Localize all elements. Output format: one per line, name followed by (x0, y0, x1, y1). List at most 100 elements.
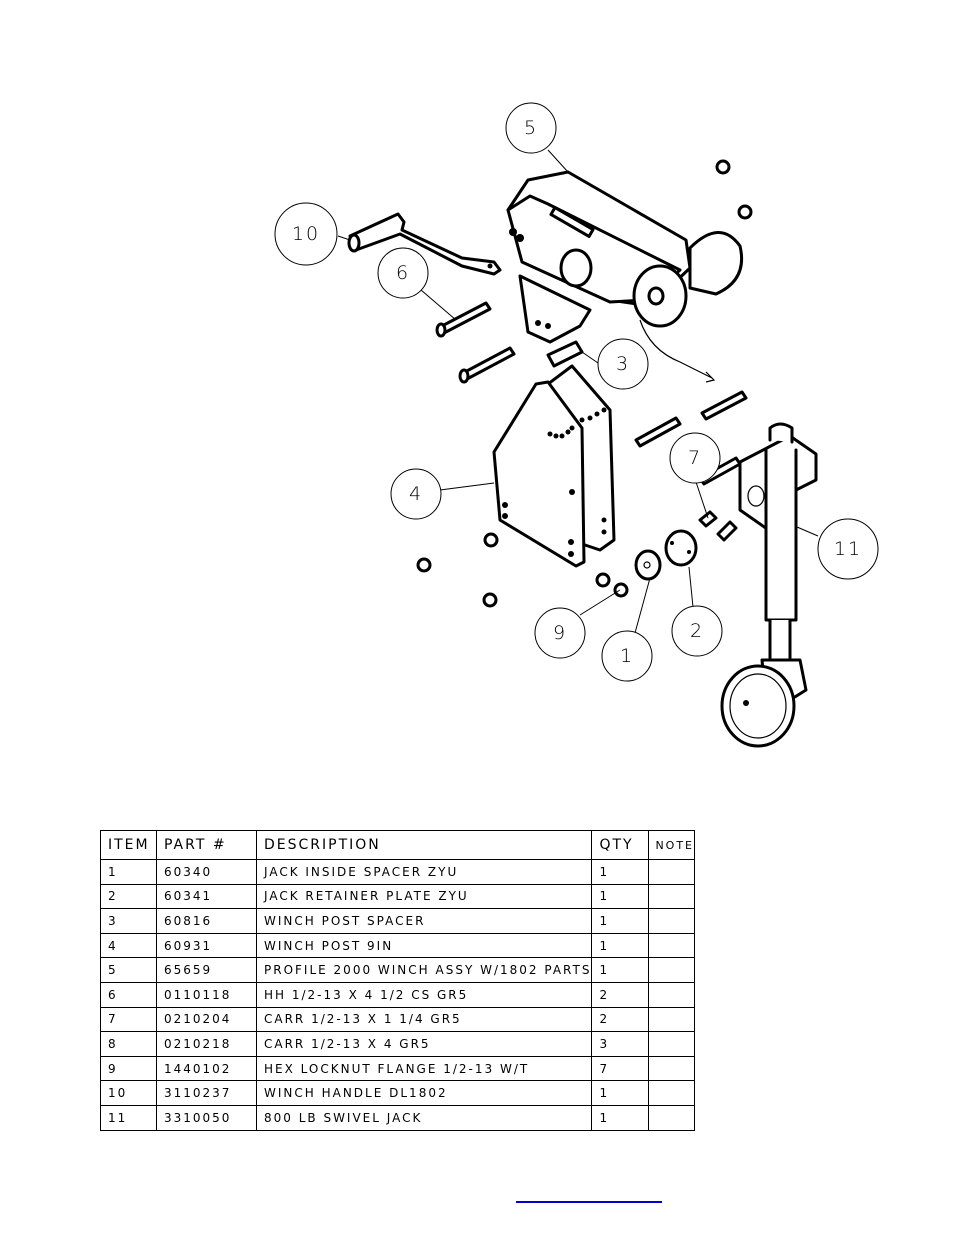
cell-description: CARR 1/2-13 X 1 1/4 GR5 (255, 1006, 593, 1033)
cell-qty: 1 (591, 1104, 650, 1131)
cell-qty: 2 (591, 1006, 650, 1033)
cell-item: 5 (100, 957, 157, 983)
cell-item: 2 (100, 883, 157, 910)
leader-line (439, 482, 495, 491)
cell-qty: 1 (591, 908, 650, 934)
cell-part: 1440102 (156, 1055, 257, 1082)
footer-link[interactable] (516, 1201, 662, 1203)
cell-note (648, 957, 695, 983)
cell-item: 4 (100, 932, 157, 959)
cell-part: 60931 (156, 932, 257, 959)
balloon-label: 1 (620, 645, 634, 667)
exploded-assembly-diagram: 5 10 6 3 4 7 11 9 1 2 (274, 102, 879, 748)
header-description: DESCRIPTION (255, 830, 593, 860)
leader-line (579, 589, 621, 616)
winch-assembly-part (506, 170, 744, 383)
cell-item: 3 (100, 908, 157, 934)
cell-part: 3310050 (156, 1104, 257, 1131)
cell-description: HH 1/2-13 X 4 1/2 CS GR5 (255, 981, 593, 1008)
leader-line (634, 577, 651, 634)
balloon-label: 9 (553, 622, 567, 644)
cell-description: 800 LB SWIVEL JACK (255, 1104, 593, 1131)
leader-line (581, 351, 599, 364)
cell-part: 3110237 (156, 1080, 257, 1106)
cell-note (648, 1006, 695, 1033)
leader-line (695, 481, 709, 519)
cell-part: 60341 (156, 883, 257, 910)
cell-qty: 7 (591, 1055, 650, 1082)
cell-part: 0210204 (156, 1006, 257, 1033)
balloon-label: 10 (292, 223, 320, 245)
cell-part: 60340 (156, 859, 257, 885)
balloon-item-9: 9 (534, 607, 586, 659)
balloon-item-11: 11 (817, 518, 879, 580)
leader-line (796, 526, 819, 537)
header-part-number: PART # (156, 830, 257, 860)
swivel-jack-part (720, 422, 818, 748)
balloon-label: 6 (396, 262, 410, 284)
cell-description: JACK INSIDE SPACER ZYU (255, 859, 593, 885)
cell-description: WINCH POST 9IN (255, 932, 593, 959)
balloon-item-2: 2 (671, 605, 723, 657)
winch-post-spacer-part (546, 340, 584, 368)
cell-part: 0110118 (156, 981, 257, 1008)
cell-item: 10 (100, 1080, 157, 1106)
cell-part: 60816 (156, 908, 257, 934)
balloon-label: 3 (616, 353, 630, 375)
balloon-item-10: 10 (274, 202, 338, 266)
cell-qty: 1 (591, 1080, 650, 1106)
leader-line (547, 149, 569, 173)
cell-item: 6 (100, 981, 157, 1008)
cell-qty: 1 (591, 883, 650, 910)
short-carriage-bolt-parts (698, 510, 738, 542)
balloon-item-6: 6 (377, 247, 429, 299)
cell-item: 11 (100, 1104, 157, 1131)
cell-description: CARR 1/2-13 X 4 GR5 (255, 1031, 593, 1057)
balloon-item-7: 7 (669, 432, 721, 484)
hex-nuts-upper (715, 159, 753, 220)
balloon-item-1: 1 (601, 630, 653, 682)
cell-qty: 1 (591, 932, 650, 959)
cell-note (648, 1055, 695, 1082)
cell-note (648, 859, 695, 885)
cell-item: 8 (100, 1031, 157, 1057)
table-header-row: ITEM PART # DESCRIPTION QTY NOTE (100, 830, 695, 860)
cell-note (648, 981, 695, 1008)
jack-inside-spacer-part (634, 549, 662, 581)
cell-item: 9 (100, 1055, 157, 1082)
balloon-label: 4 (409, 483, 423, 505)
winch-post-part (492, 364, 616, 568)
cell-qty: 1 (591, 957, 650, 983)
cell-note (648, 883, 695, 910)
cell-note (648, 908, 695, 934)
balloon-label: 2 (690, 620, 704, 642)
hex-bolt-part (435, 301, 516, 384)
cell-note (648, 1080, 695, 1106)
leader-line (420, 289, 457, 321)
cell-description: WINCH HANDLE DL1802 (255, 1080, 593, 1106)
winch-handle-part (347, 212, 502, 276)
cell-description: HEX LOCKNUT FLANGE 1/2-13 W/T (255, 1055, 593, 1082)
cell-description: WINCH POST SPACER (255, 908, 593, 934)
cell-description: JACK RETAINER PLATE ZYU (255, 883, 593, 910)
cell-qty: 2 (591, 981, 650, 1008)
balloon-item-3: 3 (597, 338, 649, 390)
balloon-label: 5 (524, 117, 538, 139)
balloon-label: 11 (834, 538, 862, 560)
cell-part: 0210218 (156, 1031, 257, 1057)
balloon-item-5: 5 (505, 102, 557, 154)
cell-item: 1 (100, 859, 157, 885)
leader-line (337, 235, 351, 241)
cell-item: 7 (100, 1006, 157, 1033)
